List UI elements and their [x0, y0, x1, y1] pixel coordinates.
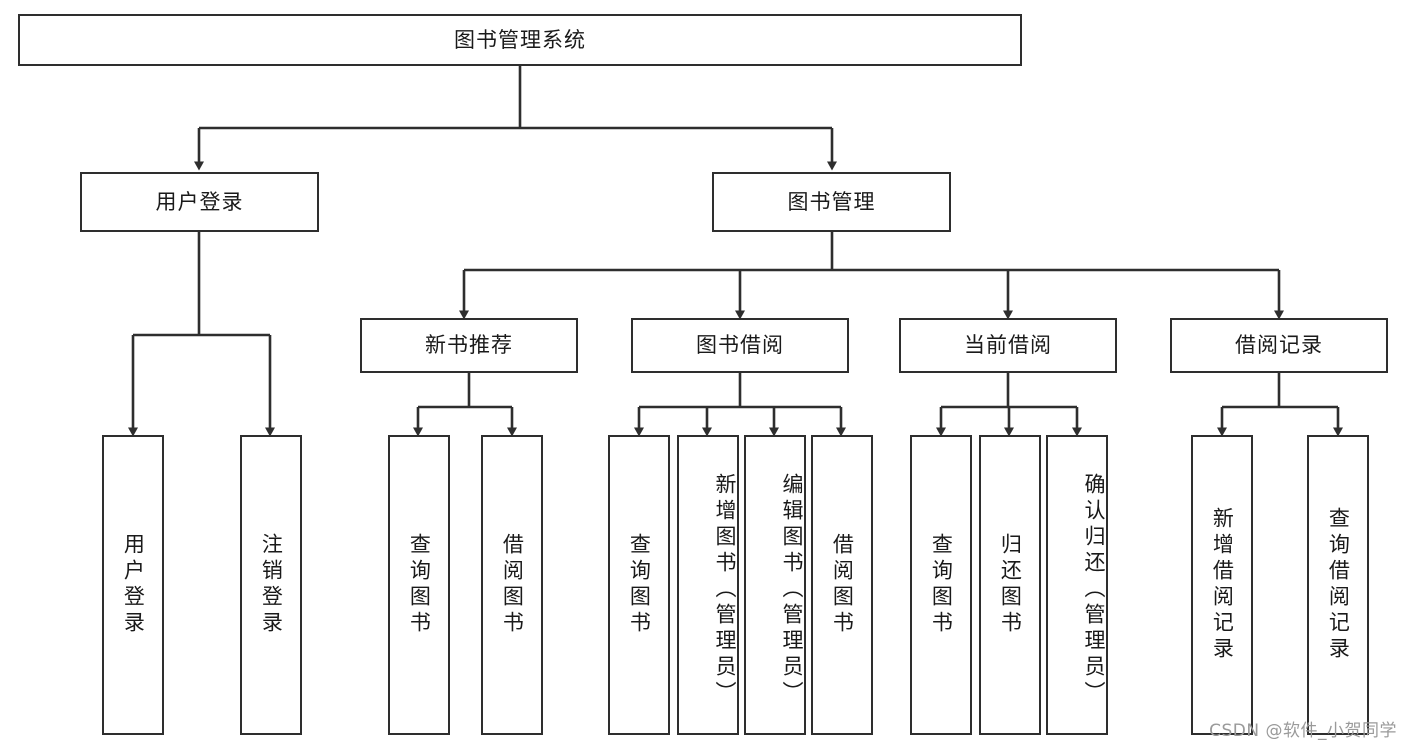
node-book-borrow[interactable]: 图书借阅: [631, 318, 849, 373]
node-label: 新增借阅记录: [1210, 507, 1235, 663]
node-label: 图书管理系统: [454, 27, 586, 52]
leaf-new-book-borrow-book[interactable]: 借阅图书: [481, 435, 543, 735]
node-label: 用户登录: [155, 189, 244, 214]
node-label: 图书借阅: [696, 333, 784, 358]
node-label: 用户登录: [121, 533, 146, 637]
leaf-current-borrow-query-book[interactable]: 查询图书: [910, 435, 972, 735]
leaf-new-book-query-book[interactable]: 查询图书: [388, 435, 450, 735]
node-label: 当前借阅: [964, 333, 1052, 358]
leaf-book-borrow-add-book-admin[interactable]: 新增图书（管理员）: [677, 435, 739, 735]
leaf-book-borrow-edit-book-admin[interactable]: 编辑图书（管理员）: [744, 435, 806, 735]
node-label: 注销登录: [259, 533, 284, 637]
node-user-login[interactable]: 用户登录: [80, 172, 319, 232]
node-label: 查询图书: [407, 533, 432, 637]
node-label: 查询借阅记录: [1326, 507, 1351, 663]
leaf-book-borrow-query-book[interactable]: 查询图书: [608, 435, 670, 735]
leaf-current-borrow-return-book[interactable]: 归还图书: [979, 435, 1041, 735]
leaf-user-login-login[interactable]: 用户登录: [102, 435, 164, 735]
watermark-csdn: CSDN @软件_小贺同学: [1209, 721, 1397, 741]
node-label: 新增图书（管理员）: [713, 473, 737, 707]
node-label: 查询图书: [627, 533, 652, 637]
leaf-current-borrow-confirm-return-admin[interactable]: 确认归还（管理员）: [1046, 435, 1108, 735]
leaf-borrow-record-add-record[interactable]: 新增借阅记录: [1191, 435, 1253, 735]
node-borrow-record[interactable]: 借阅记录: [1170, 318, 1388, 373]
node-label: 新书推荐: [425, 333, 513, 358]
node-label: 归还图书: [998, 533, 1023, 637]
node-label: 图书管理: [787, 189, 876, 214]
node-current-borrow[interactable]: 当前借阅: [899, 318, 1117, 373]
node-new-book-recommend[interactable]: 新书推荐: [360, 318, 578, 373]
node-book-management[interactable]: 图书管理: [712, 172, 951, 232]
leaf-borrow-record-query-record[interactable]: 查询借阅记录: [1307, 435, 1369, 735]
node-root-book-management-system[interactable]: 图书管理系统: [18, 14, 1022, 66]
node-label: 借阅记录: [1235, 333, 1323, 358]
node-label: 编辑图书（管理员）: [780, 473, 804, 707]
leaf-user-login-logout[interactable]: 注销登录: [240, 435, 302, 735]
node-label: 借阅图书: [830, 533, 855, 637]
node-label: 查询图书: [929, 533, 954, 637]
leaf-book-borrow-borrow-book[interactable]: 借阅图书: [811, 435, 873, 735]
node-label: 确认归还（管理员）: [1082, 473, 1106, 707]
node-label: 借阅图书: [500, 533, 525, 637]
